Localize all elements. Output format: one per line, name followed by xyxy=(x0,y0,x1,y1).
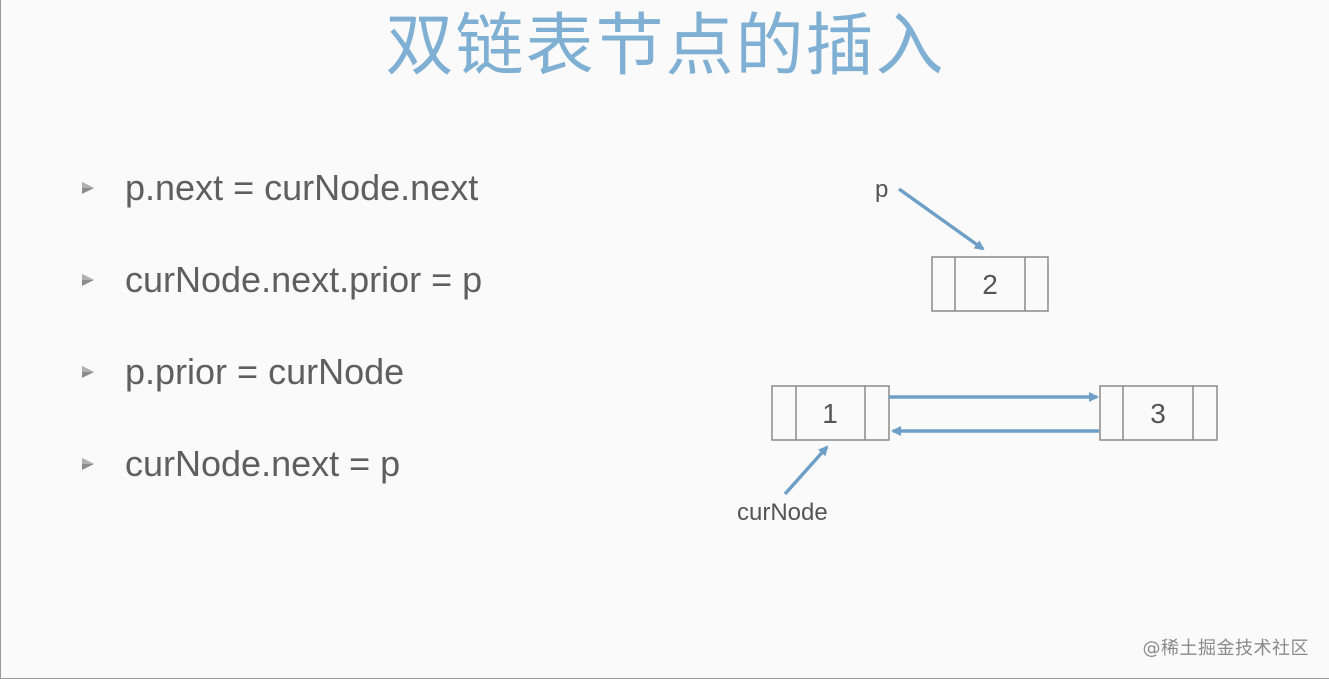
pointer-curnode-label: curNode xyxy=(737,499,828,526)
triangle-bullet-icon xyxy=(82,182,94,194)
triangle-bullet-icon xyxy=(82,274,94,286)
bullet-item: p.prior = curNode xyxy=(81,344,482,436)
triangle-bullet-icon xyxy=(82,458,94,470)
pointer-p-arrow xyxy=(897,187,985,251)
node-2-label: 2 xyxy=(982,269,998,300)
node-3-box xyxy=(1099,385,1218,441)
node-1: 1 xyxy=(771,385,890,441)
bullet-text: p.next = curNode.next xyxy=(125,167,479,208)
node-1-box xyxy=(771,385,890,441)
bullet-item: curNode.next.prior = p xyxy=(81,252,482,344)
bullet-item: curNode.next = p xyxy=(81,436,482,528)
pointer-p-label: p xyxy=(875,176,888,203)
watermark: @稀土掘金技术社区 xyxy=(1142,638,1309,659)
bullet-item: p.next = curNode.next xyxy=(81,160,482,252)
triangle-bullet-icon xyxy=(82,366,94,378)
bullet-text: curNode.next.prior = p xyxy=(125,259,483,300)
node-2: 2 xyxy=(931,256,1049,312)
node-2-box xyxy=(931,256,1049,312)
node-3-label: 3 xyxy=(1150,398,1166,429)
pointer-curnode-arrow xyxy=(783,445,829,496)
slide-title: 双链表节点的插入 xyxy=(385,7,946,86)
node-1-label: 1 xyxy=(822,398,838,429)
node-3: 3 xyxy=(1099,385,1218,441)
bullet-text: curNode.next = p xyxy=(125,443,401,484)
bullet-list: p.next = curNode.next curNode.next.prior… xyxy=(81,160,482,528)
bullet-text: p.prior = curNode xyxy=(125,351,405,392)
